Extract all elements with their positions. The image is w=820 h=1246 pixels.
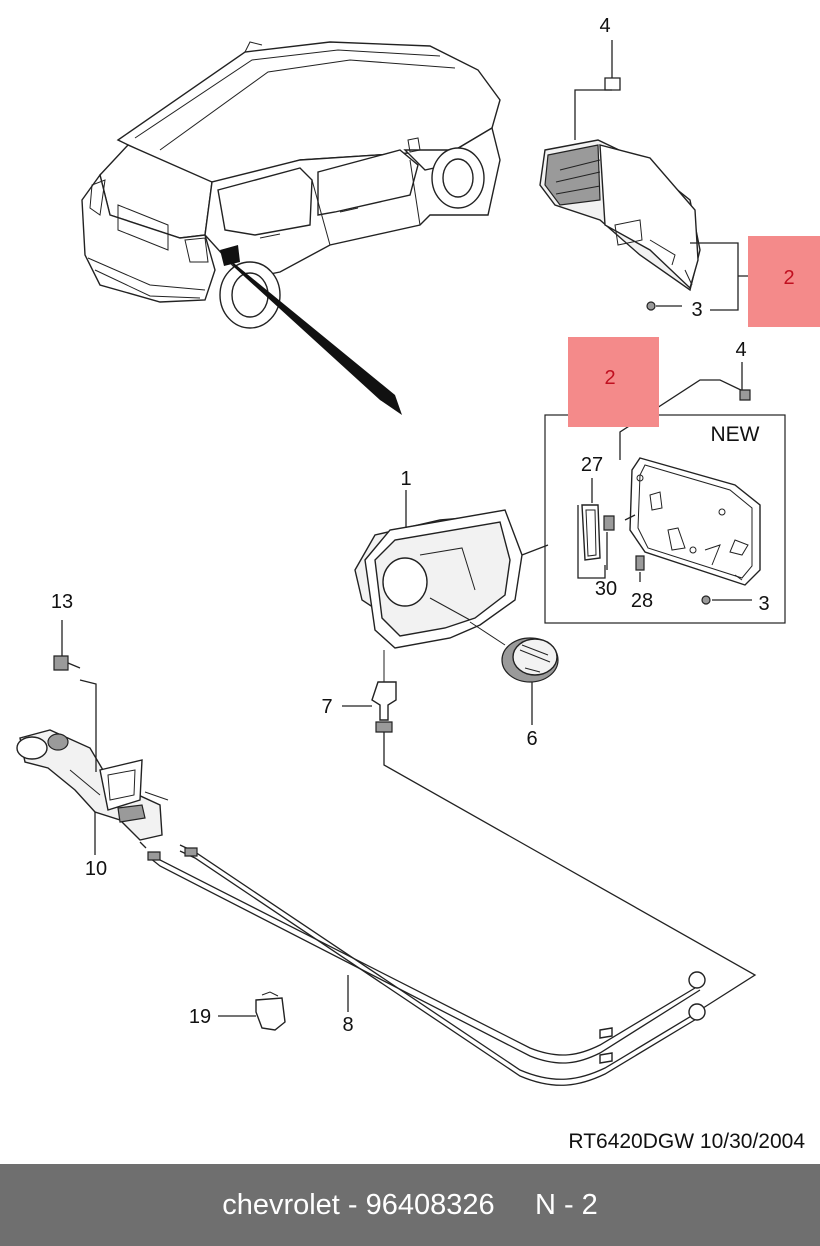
callout-30: 30 [595,578,617,600]
release-lever-assembly [16,729,169,855]
callout-2-top: 2 [783,267,794,289]
footer-text: chevrolet - 96408326 N - 2 [222,1188,598,1221]
car-illustration [81,41,501,415]
new-part-box [544,379,786,624]
clip-19 [218,991,286,1031]
callout-27: 27 [581,454,603,476]
callout-8: 8 [342,1014,353,1036]
new-box-label: NEW [711,423,760,446]
callout-13: 13 [51,591,73,613]
highlight-box-mid [568,337,659,427]
parts-diagram: 1 2 2 3 3 4 4 6 7 8 10 13 19 27 28 30 NE… [16,15,820,1153]
housing-to-box-leader [521,544,549,556]
callout-3-top: 3 [691,299,702,321]
callout-28: 28 [631,590,653,612]
footer-bar: chevrolet - 96408326 N - 2 [0,1164,820,1246]
bolt-13 [53,620,97,772]
callout-19: 19 [189,1006,211,1028]
callout-10: 10 [85,858,107,880]
callout-7: 7 [321,696,332,718]
highlight-box-top [748,236,820,327]
callout-3-box: 3 [758,593,769,615]
callout-4-top: 4 [599,15,610,37]
release-cables [139,841,706,1086]
bolt-4-top [574,40,621,140]
actuator-7 [342,650,757,1011]
fuel-door-top [539,139,701,292]
bolt-4-mid [739,362,751,401]
callout-2-mid: 2 [604,367,615,389]
fuel-cap [501,637,559,725]
callout-1: 1 [400,468,411,490]
nut-3-top [646,301,656,311]
fuel-filler-housing [354,490,523,649]
callout-4-mid: 4 [735,339,746,361]
drawing-code: RT6420DGW 10/30/2004 [568,1130,805,1153]
callout-6: 6 [526,728,537,750]
